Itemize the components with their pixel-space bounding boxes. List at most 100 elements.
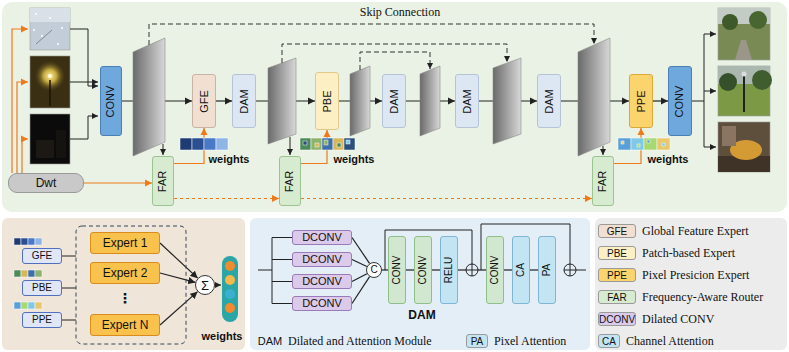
node-text: DCONV <box>302 232 342 243</box>
node-text: CONV <box>418 256 428 285</box>
connector <box>614 128 641 164</box>
attention-box: PA <box>538 236 556 304</box>
output-image <box>718 8 770 60</box>
node-text: Expert N <box>102 319 149 331</box>
expert-tag: PPE <box>22 312 62 328</box>
dconv-box: DCONV <box>292 230 352 245</box>
output-wire <box>692 34 716 147</box>
connector <box>352 277 370 304</box>
node-text: Expert 1 <box>103 237 148 249</box>
attention-box: CA <box>512 236 530 304</box>
dam-block: DAM <box>537 74 561 128</box>
node-text: Σ <box>201 279 209 292</box>
node-text: Dwt <box>36 177 57 189</box>
input-image <box>30 56 70 108</box>
weights-label: weights <box>334 153 375 165</box>
ellipsis-mark: ⋮ <box>118 291 132 306</box>
dconv-box: DCONV <box>292 274 352 289</box>
weight-squares <box>618 138 670 150</box>
legend-abbr: DAM <box>258 335 282 347</box>
router-box: FAR <box>279 156 301 206</box>
connector <box>352 260 367 267</box>
node-text: GFE <box>199 90 210 113</box>
router-box: FAR <box>152 156 174 206</box>
feature-map <box>133 38 610 156</box>
node-text: PBE <box>32 283 52 293</box>
dam-block: DAM <box>455 74 479 128</box>
input-image <box>30 8 70 50</box>
conv-block: CONV <box>100 66 122 136</box>
conv-box: CONV <box>388 236 406 304</box>
legend-text: Global Feature Expert <box>642 224 749 238</box>
input-image <box>30 114 70 164</box>
router-panel <box>2 218 245 350</box>
connector <box>406 269 414 270</box>
dam-block: DAM <box>232 74 256 128</box>
operator-node: Σ <box>195 275 215 295</box>
legend-text: Dilated and Attention Module <box>288 334 432 348</box>
main-panel <box>2 2 787 212</box>
legend-text: Frequency-Aware Router <box>642 290 763 304</box>
connector <box>84 182 152 183</box>
legend-text: Pixel Attention <box>494 334 566 348</box>
node-text: CONV <box>392 256 402 285</box>
input-wire <box>70 29 98 139</box>
node-text: C <box>370 265 377 275</box>
dwt-box: Dwt <box>8 173 84 193</box>
weights-label: weights <box>202 330 243 342</box>
conv-block: CONV <box>668 66 692 136</box>
operator-node: C <box>366 262 382 278</box>
expert-tag: GFE <box>22 248 62 264</box>
expert-box: Expert 2 <box>90 262 160 284</box>
node-text: PPE <box>32 315 52 325</box>
expert-group <box>76 226 186 344</box>
legend-text: Pixel Presicion Expert <box>642 268 749 282</box>
legend-text: Patch-based Expert <box>642 246 735 260</box>
connector <box>653 100 668 101</box>
attention-box: RELU <box>440 236 458 304</box>
connector <box>160 292 198 325</box>
node-text: DAM <box>462 89 473 113</box>
expert-box: Expert 1 <box>90 232 160 254</box>
conv-box: CONV <box>486 236 504 304</box>
dwt-wire <box>12 29 28 173</box>
connector <box>301 198 592 199</box>
legend-abbr: GFE <box>607 226 628 237</box>
dam-wire <box>258 224 586 304</box>
add-symbol <box>466 264 576 276</box>
legend-text: Dilated CONV <box>642 312 714 326</box>
weights-label: weights <box>209 153 250 165</box>
weight-squares <box>300 138 355 150</box>
weights-label: weights <box>648 153 689 165</box>
skip-connection <box>149 24 594 70</box>
legend-abbr: PBE <box>607 248 627 259</box>
legend-abbr: CA <box>602 336 616 347</box>
weight-capsule <box>222 256 238 322</box>
section-title: Skip Connection <box>360 6 440 19</box>
connector <box>530 269 538 270</box>
conv-box: CONV <box>414 236 432 304</box>
dam-block: DAM <box>382 74 406 128</box>
expert-input <box>62 256 221 320</box>
node-text: CA <box>516 263 526 277</box>
output-image <box>718 122 770 172</box>
node-text: FAR <box>285 170 296 191</box>
node-text: DAM <box>544 89 555 113</box>
connector <box>352 238 370 264</box>
legend-text: Channel Attention <box>626 334 714 348</box>
legend-abbr: FAR <box>607 292 626 303</box>
expert-module: PPE <box>629 74 653 128</box>
dconv-box: DCONV <box>292 252 352 267</box>
node-text: FAR <box>598 170 609 191</box>
legend-abbr: DCONV <box>599 314 635 325</box>
node-text: PPE <box>636 90 647 112</box>
node-text: CONV <box>106 85 117 117</box>
connector <box>174 198 279 199</box>
dconv-box: DCONV <box>292 296 352 311</box>
output-image <box>718 66 772 116</box>
connector <box>160 243 198 278</box>
node-text: DAM <box>389 89 400 113</box>
node-text: CONV <box>490 256 500 285</box>
connector <box>216 100 232 101</box>
connector <box>174 128 204 164</box>
